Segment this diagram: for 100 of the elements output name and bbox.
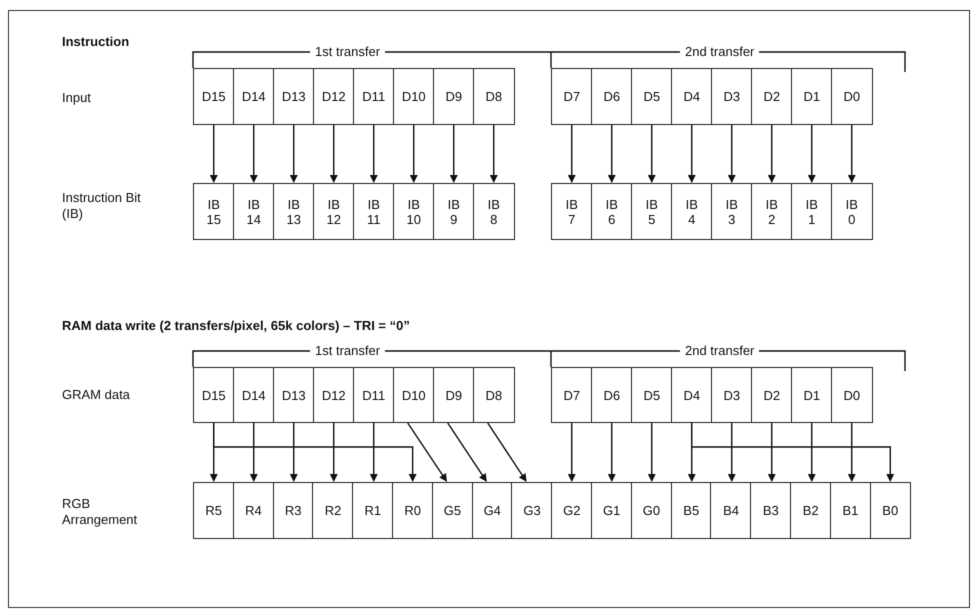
bit-cell: D4 (671, 367, 712, 423)
bit-cell: G0 (630, 482, 672, 539)
bit-cell: D15 (193, 68, 234, 125)
bit-cell: IB 12 (313, 183, 354, 240)
arrow (407, 422, 448, 482)
arrow (768, 423, 776, 482)
bit-cell: B0 (870, 482, 911, 539)
arrow (487, 422, 527, 482)
bit-cell: B1 (830, 482, 872, 539)
arrow (568, 423, 576, 482)
bit-cell: D13 (273, 68, 314, 125)
bit-cell: R4 (232, 482, 274, 539)
bit-cell: IB 14 (233, 183, 274, 240)
bit-cell: G5 (432, 482, 474, 539)
bit-cell: D12 (313, 367, 354, 423)
bit-cell: G1 (591, 482, 632, 539)
bit-cell: B4 (710, 482, 752, 539)
bit-cell: IB 2 (751, 183, 792, 240)
bit-cell: D8 (473, 68, 514, 125)
bit-cell: D5 (631, 68, 672, 125)
bit-cell: D5 (631, 367, 672, 423)
arrow (410, 125, 418, 183)
bit-cell: D3 (711, 367, 752, 423)
arrow (688, 125, 696, 183)
arrow (648, 423, 656, 482)
bit-cell: B2 (790, 482, 832, 539)
arrow (330, 125, 338, 183)
arrow (691, 423, 894, 482)
arrow (330, 423, 338, 482)
bit-cell: D6 (591, 68, 632, 125)
arrow (290, 125, 298, 183)
bit-cell: D9 (433, 68, 474, 125)
arrow (848, 125, 856, 183)
arrow (568, 125, 576, 183)
bit-cell: D6 (591, 367, 632, 423)
row-label: RGB Arrangement (62, 496, 138, 528)
bit-cell: D7 (551, 367, 592, 423)
arrow (808, 423, 816, 482)
section-heading: RAM data write (2 transfers/pixel, 65k colors) – TRI = “0” (62, 318, 410, 334)
bit-cell: R2 (312, 482, 354, 539)
bit-cell: D2 (751, 367, 792, 423)
arrow (450, 125, 458, 183)
bit-cell: IB 5 (631, 183, 672, 240)
bit-cell: D10 (393, 68, 434, 125)
bit-cell: D4 (671, 68, 712, 125)
bit-cell: IB 9 (433, 183, 474, 240)
bit-cell: D1 (791, 367, 832, 423)
bit-cell: B5 (670, 482, 712, 539)
section-heading: Instruction (62, 34, 130, 50)
bit-cell: D7 (551, 68, 592, 125)
arrow (648, 125, 656, 183)
bit-cell: D10 (393, 367, 434, 423)
bit-cell: D11 (353, 367, 394, 423)
bit-cell: D14 (233, 367, 274, 423)
row-label: GRAM data (62, 387, 130, 403)
arrow (728, 423, 736, 482)
arrow (250, 125, 258, 183)
bit-cell: IB 1 (791, 183, 832, 240)
bit-cell: IB 8 (473, 183, 514, 240)
arrow (290, 423, 298, 482)
bit-cell: IB 0 (831, 183, 872, 240)
bit-cell: D0 (831, 68, 872, 125)
bit-cell: IB 15 (193, 183, 234, 240)
bit-cell: D3 (711, 68, 752, 125)
bit-cell: D8 (473, 367, 514, 423)
bit-cell: D0 (831, 367, 872, 423)
bit-cell: B3 (750, 482, 792, 539)
arrow (848, 423, 856, 482)
arrow (210, 125, 218, 183)
bit-cell: IB 7 (551, 183, 592, 240)
bit-cell: IB 13 (273, 183, 314, 240)
arrow (370, 125, 378, 183)
bit-cell: IB 11 (353, 183, 394, 240)
bit-cell: R0 (392, 482, 434, 539)
arrow (608, 423, 616, 482)
arrow (490, 125, 498, 183)
arrow (728, 125, 736, 183)
bit-cell: D2 (751, 68, 792, 125)
arrow (447, 422, 487, 482)
arrow (768, 125, 776, 183)
bit-cell: R3 (272, 482, 314, 539)
bit-cell: G2 (551, 482, 592, 539)
bit-cell: IB 10 (393, 183, 434, 240)
bit-cell: D9 (433, 367, 474, 423)
bit-cell: IB 3 (711, 183, 752, 240)
row-label: Input (62, 90, 91, 106)
bit-cell: D14 (233, 68, 274, 125)
arrow (213, 423, 417, 482)
bit-cell: D1 (791, 68, 832, 125)
bit-cell: R5 (193, 482, 234, 539)
bit-cell: D12 (313, 68, 354, 125)
bit-cell: IB 6 (591, 183, 632, 240)
bit-cell: D11 (353, 68, 394, 125)
bit-cell: G4 (472, 482, 513, 539)
arrow (608, 125, 616, 183)
arrow (808, 125, 816, 183)
bit-cell: IB 4 (671, 183, 712, 240)
bit-cell: D13 (273, 367, 314, 423)
bit-cell: R1 (352, 482, 394, 539)
arrow (370, 423, 378, 482)
